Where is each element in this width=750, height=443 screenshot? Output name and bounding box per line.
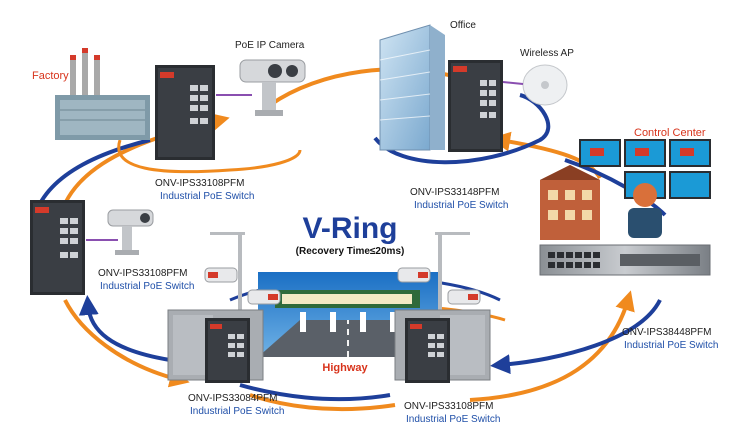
ip-camera-icon	[216, 59, 306, 116]
industrial-cabinet-icon	[167, 309, 264, 383]
ring-title: V-Ring	[302, 212, 398, 245]
operator-icon	[628, 183, 662, 238]
factory-label: Factory	[32, 70, 69, 82]
bottom-left-switch-model: ONV-IPS33084PFM	[188, 393, 278, 404]
orange-ring-bottom-left	[63, 299, 190, 388]
control-center-label: Control Center	[634, 127, 706, 139]
industrial-cabinet-icon	[394, 309, 491, 383]
blue-ring-bottom-right	[490, 299, 662, 375]
orange-ring-bottom-right	[469, 290, 635, 402]
poe-ip-camera-label: PoE IP Camera	[235, 40, 305, 51]
industrial-switch-icon	[448, 60, 503, 152]
wireless-ap-icon	[502, 64, 568, 106]
factory-switch-kind: Industrial PoE Switch	[160, 191, 255, 202]
blue-ring-factory	[117, 139, 302, 174]
left-switch-model: ONV-IPS33108PFM	[98, 268, 188, 279]
office-switch-kind: Industrial PoE Switch	[414, 200, 509, 211]
office-label: Office	[450, 20, 476, 31]
industrial-switch-icon	[155, 65, 215, 160]
blue-ring-office	[373, 93, 551, 165]
bottom-right-switch-model: ONV-IPS33108PFM	[404, 401, 494, 412]
factory-building-icon	[55, 48, 150, 140]
industrial-switch-icon	[30, 200, 85, 295]
blue-ring-bottom	[239, 383, 391, 402]
rack-switch-icon	[539, 244, 711, 276]
bottom-right-switch-kind: Industrial PoE Switch	[406, 414, 501, 425]
highway-label: Highway	[322, 362, 368, 374]
factory-switch-model: ONV-IPS33108PFM	[155, 178, 245, 189]
wireless-ap-label: Wireless AP	[520, 48, 574, 59]
control-switch-model: ONV-IPS38448PFM	[622, 327, 712, 338]
ip-camera-icon	[86, 209, 154, 255]
street-pole-right-icon	[397, 232, 481, 325]
bottom-left-switch-kind: Industrial PoE Switch	[190, 406, 285, 417]
office-switch-model: ONV-IPS33148PFM	[410, 187, 500, 198]
control-building-icon	[540, 165, 600, 240]
street-pole-left-icon	[204, 232, 281, 325]
control-switch-kind: Industrial PoE Switch	[624, 340, 719, 351]
left-switch-kind: Industrial PoE Switch	[100, 281, 195, 292]
blue-ring-bottom-left	[78, 295, 171, 362]
ring-subtitle: (Recovery Time≤20ms)	[295, 246, 405, 257]
building-icon	[379, 24, 445, 151]
orange-ring-bottom	[249, 393, 396, 412]
